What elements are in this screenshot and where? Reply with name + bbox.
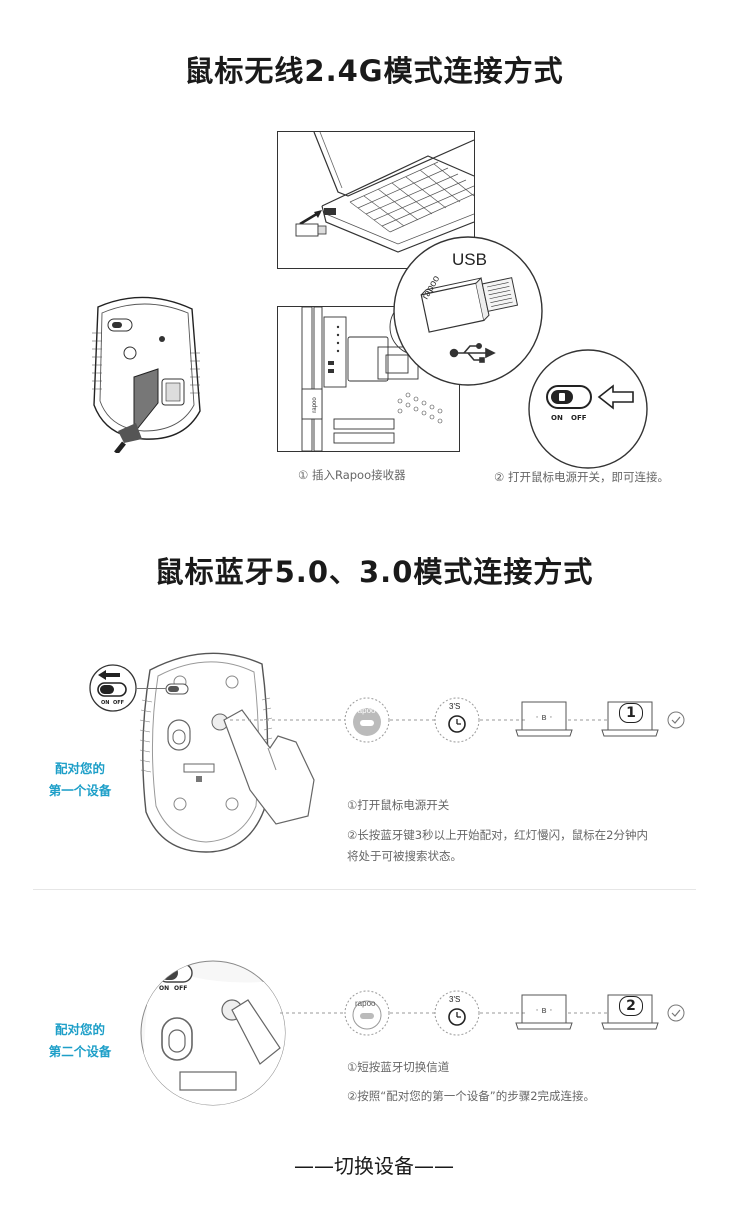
usb-label: USB <box>452 250 487 269</box>
pair-first-device-label: 配对您的 第一个设备 <box>40 758 120 802</box>
switch-device-footer: ——切换设备—— <box>294 1154 454 1178</box>
mouse-bottom-figure <box>128 640 328 860</box>
rapoo-button-label-2: rapoo <box>355 999 376 1008</box>
laptop-number-1: 1 <box>619 703 643 723</box>
rapoo-button-label-1: rapoo <box>355 706 376 715</box>
timer-label-2: 3'S <box>449 995 461 1004</box>
pair-second-device-label: 配对您的 第二个设备 <box>40 1019 120 1063</box>
switch-off-label-3: OFF <box>174 985 188 992</box>
laptop-number-2: 2 <box>619 996 643 1016</box>
power-switch-zoom-2 <box>88 663 138 713</box>
switch-off-label-2: OFF <box>113 700 125 706</box>
switch-on-label-3: ON <box>159 985 170 992</box>
caption-power-on: ② 打开鼠标电源开关，即可连接。 <box>494 470 669 484</box>
timer-label-1: 3'S <box>449 702 461 711</box>
switch-on-label-2: ON <box>101 700 110 706</box>
switch-on-label: ON <box>551 414 563 422</box>
callout-line <box>136 688 166 689</box>
svg-text:· ʙ ·: · ʙ · <box>536 713 553 723</box>
laptop-figure <box>277 131 475 269</box>
pairing-flow-2: · ʙ · <box>280 983 700 1043</box>
switch-off-label: OFF <box>571 414 587 422</box>
svg-text:rapoo: rapoo <box>312 397 318 413</box>
section-divider <box>33 889 696 890</box>
svg-text:· ʙ ·: · ʙ · <box>536 1006 553 1016</box>
usb-receiver-zoom <box>392 235 544 387</box>
section1-title: 鼠标无线2.4G模式连接方式 <box>184 54 564 88</box>
pair-second-line2: 第二个设备 <box>48 1044 112 1059</box>
pair-second-line1: 配对您的 <box>54 1022 105 1037</box>
mouse-receiver-figure <box>88 293 203 453</box>
mouse-zoom-figure <box>140 960 286 1106</box>
step-long-press-line1: ②长按蓝牙键3秒以上开始配对，红灯慢闪，鼠标在2分钟内 <box>347 828 648 842</box>
step-long-press-line2: 将处于可被搜索状态。 <box>347 849 462 863</box>
step-follow-first: ②按照“配对您的第一个设备”的步骤2完成连接。 <box>347 1089 596 1103</box>
step-short-press: ①短按蓝牙切换信道 <box>347 1060 450 1074</box>
power-switch-zoom <box>527 348 649 470</box>
pairing-flow-1: · ʙ · <box>230 690 700 750</box>
pair-first-line2: 第一个设备 <box>48 783 112 798</box>
pair-first-line1: 配对您的 <box>54 761 105 776</box>
section2-title: 鼠标蓝牙5.0、3.0模式连接方式 <box>154 555 594 589</box>
step-power-on: ①打开鼠标电源开关 <box>347 798 450 812</box>
caption-insert-receiver: ① 插入Rapoo接收器 <box>298 468 406 482</box>
